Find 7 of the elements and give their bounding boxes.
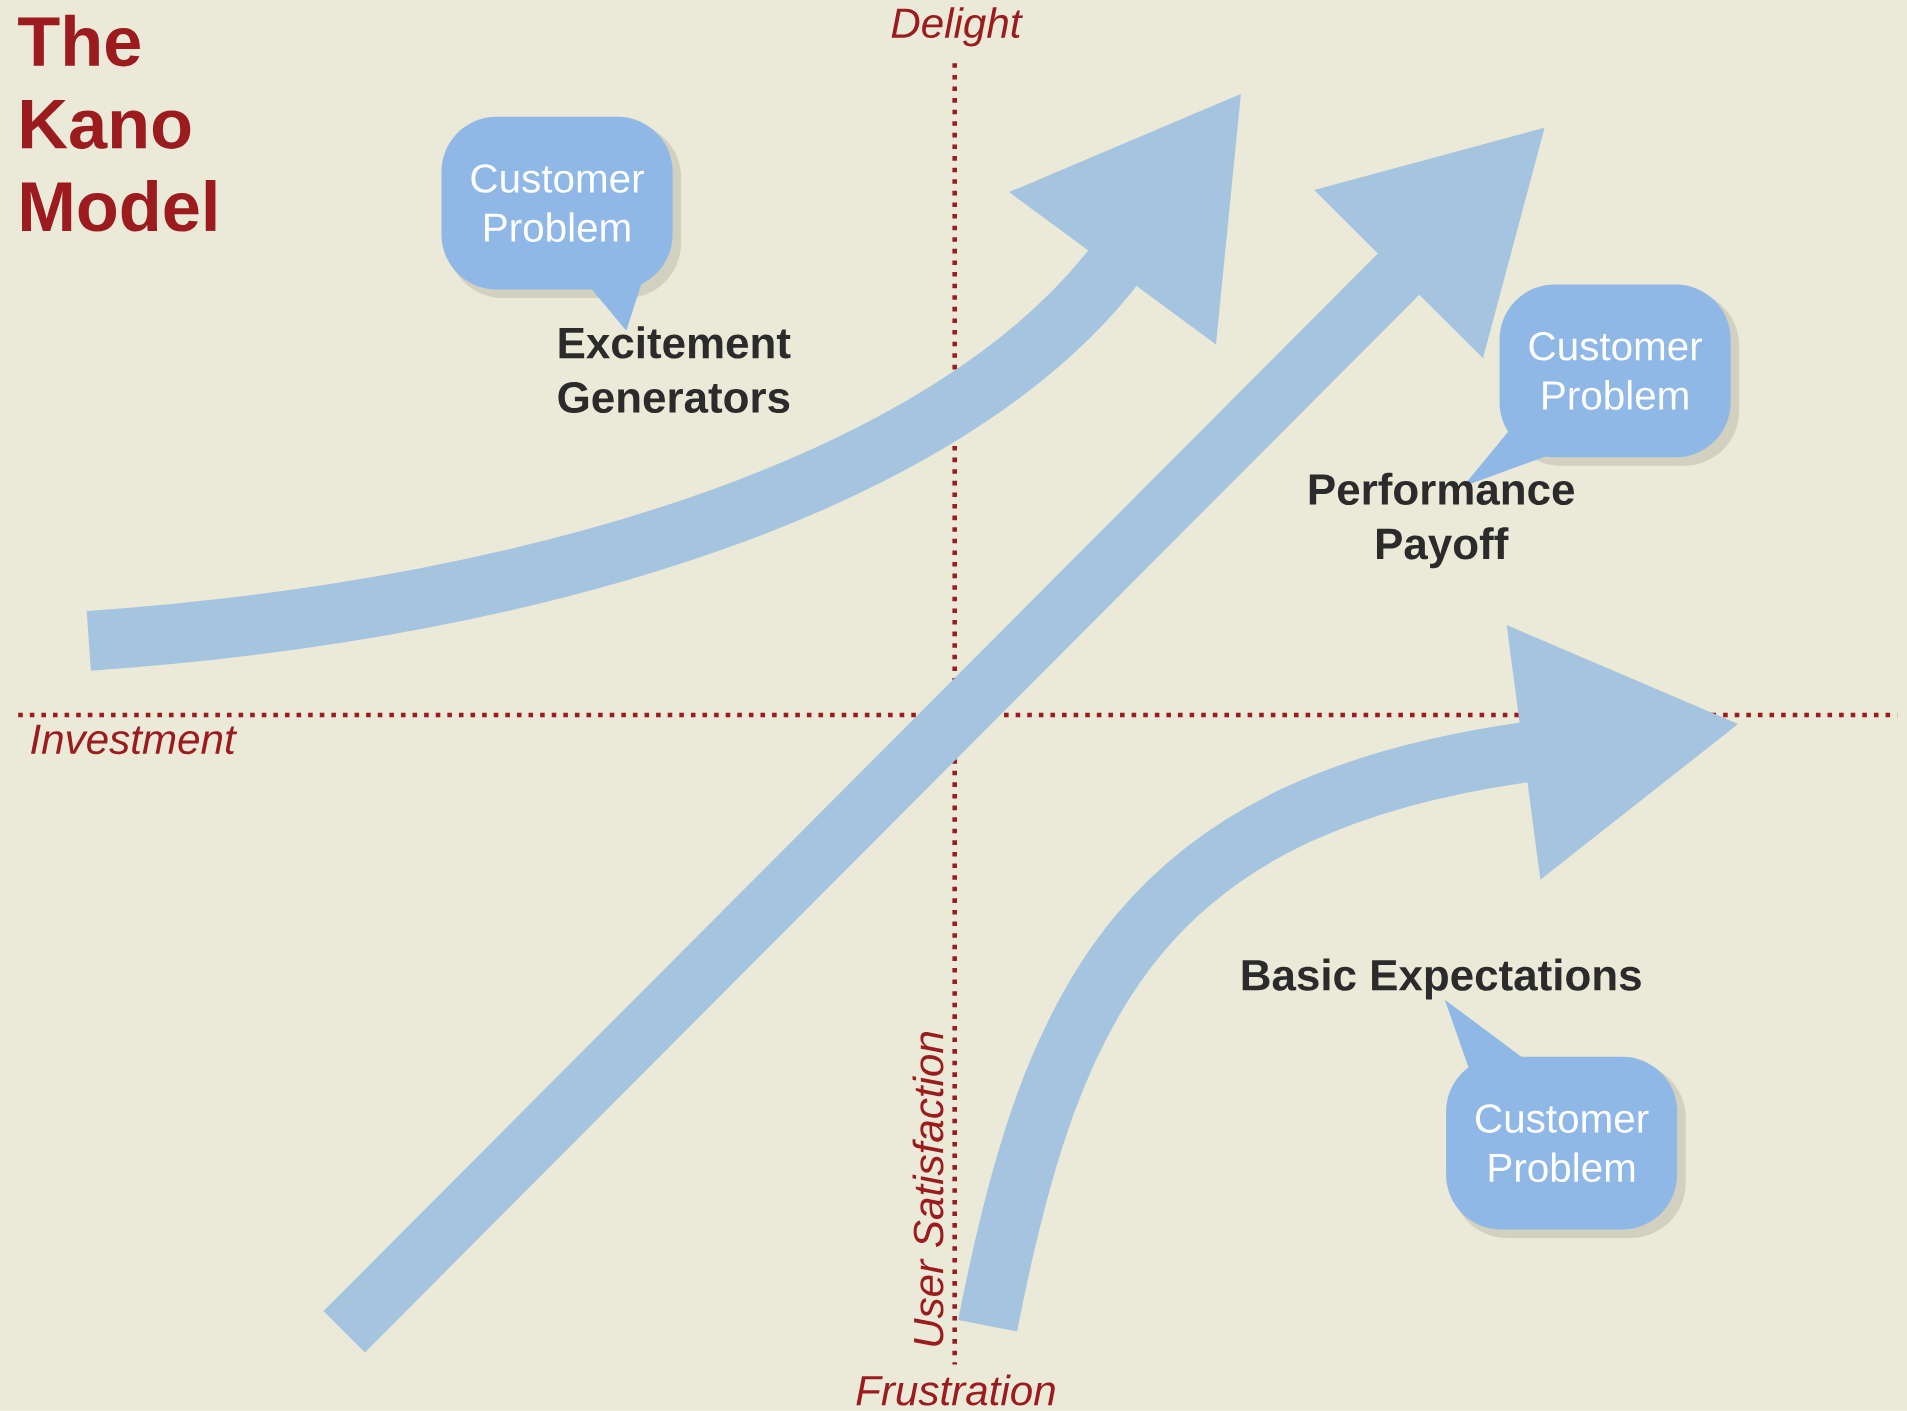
category-label: Basic Expectations <box>1242 958 1641 1000</box>
axis-label: Frustration <box>856 1374 1055 1406</box>
axis-label: User Satisfaction <box>912 1032 944 1346</box>
axis-label: Investment <box>31 724 238 755</box>
speech-bubble: Customer Problem <box>1444 999 1686 1239</box>
title: The Kano Model <box>18 14 216 232</box>
axis-label: Delight <box>891 7 1023 47</box>
